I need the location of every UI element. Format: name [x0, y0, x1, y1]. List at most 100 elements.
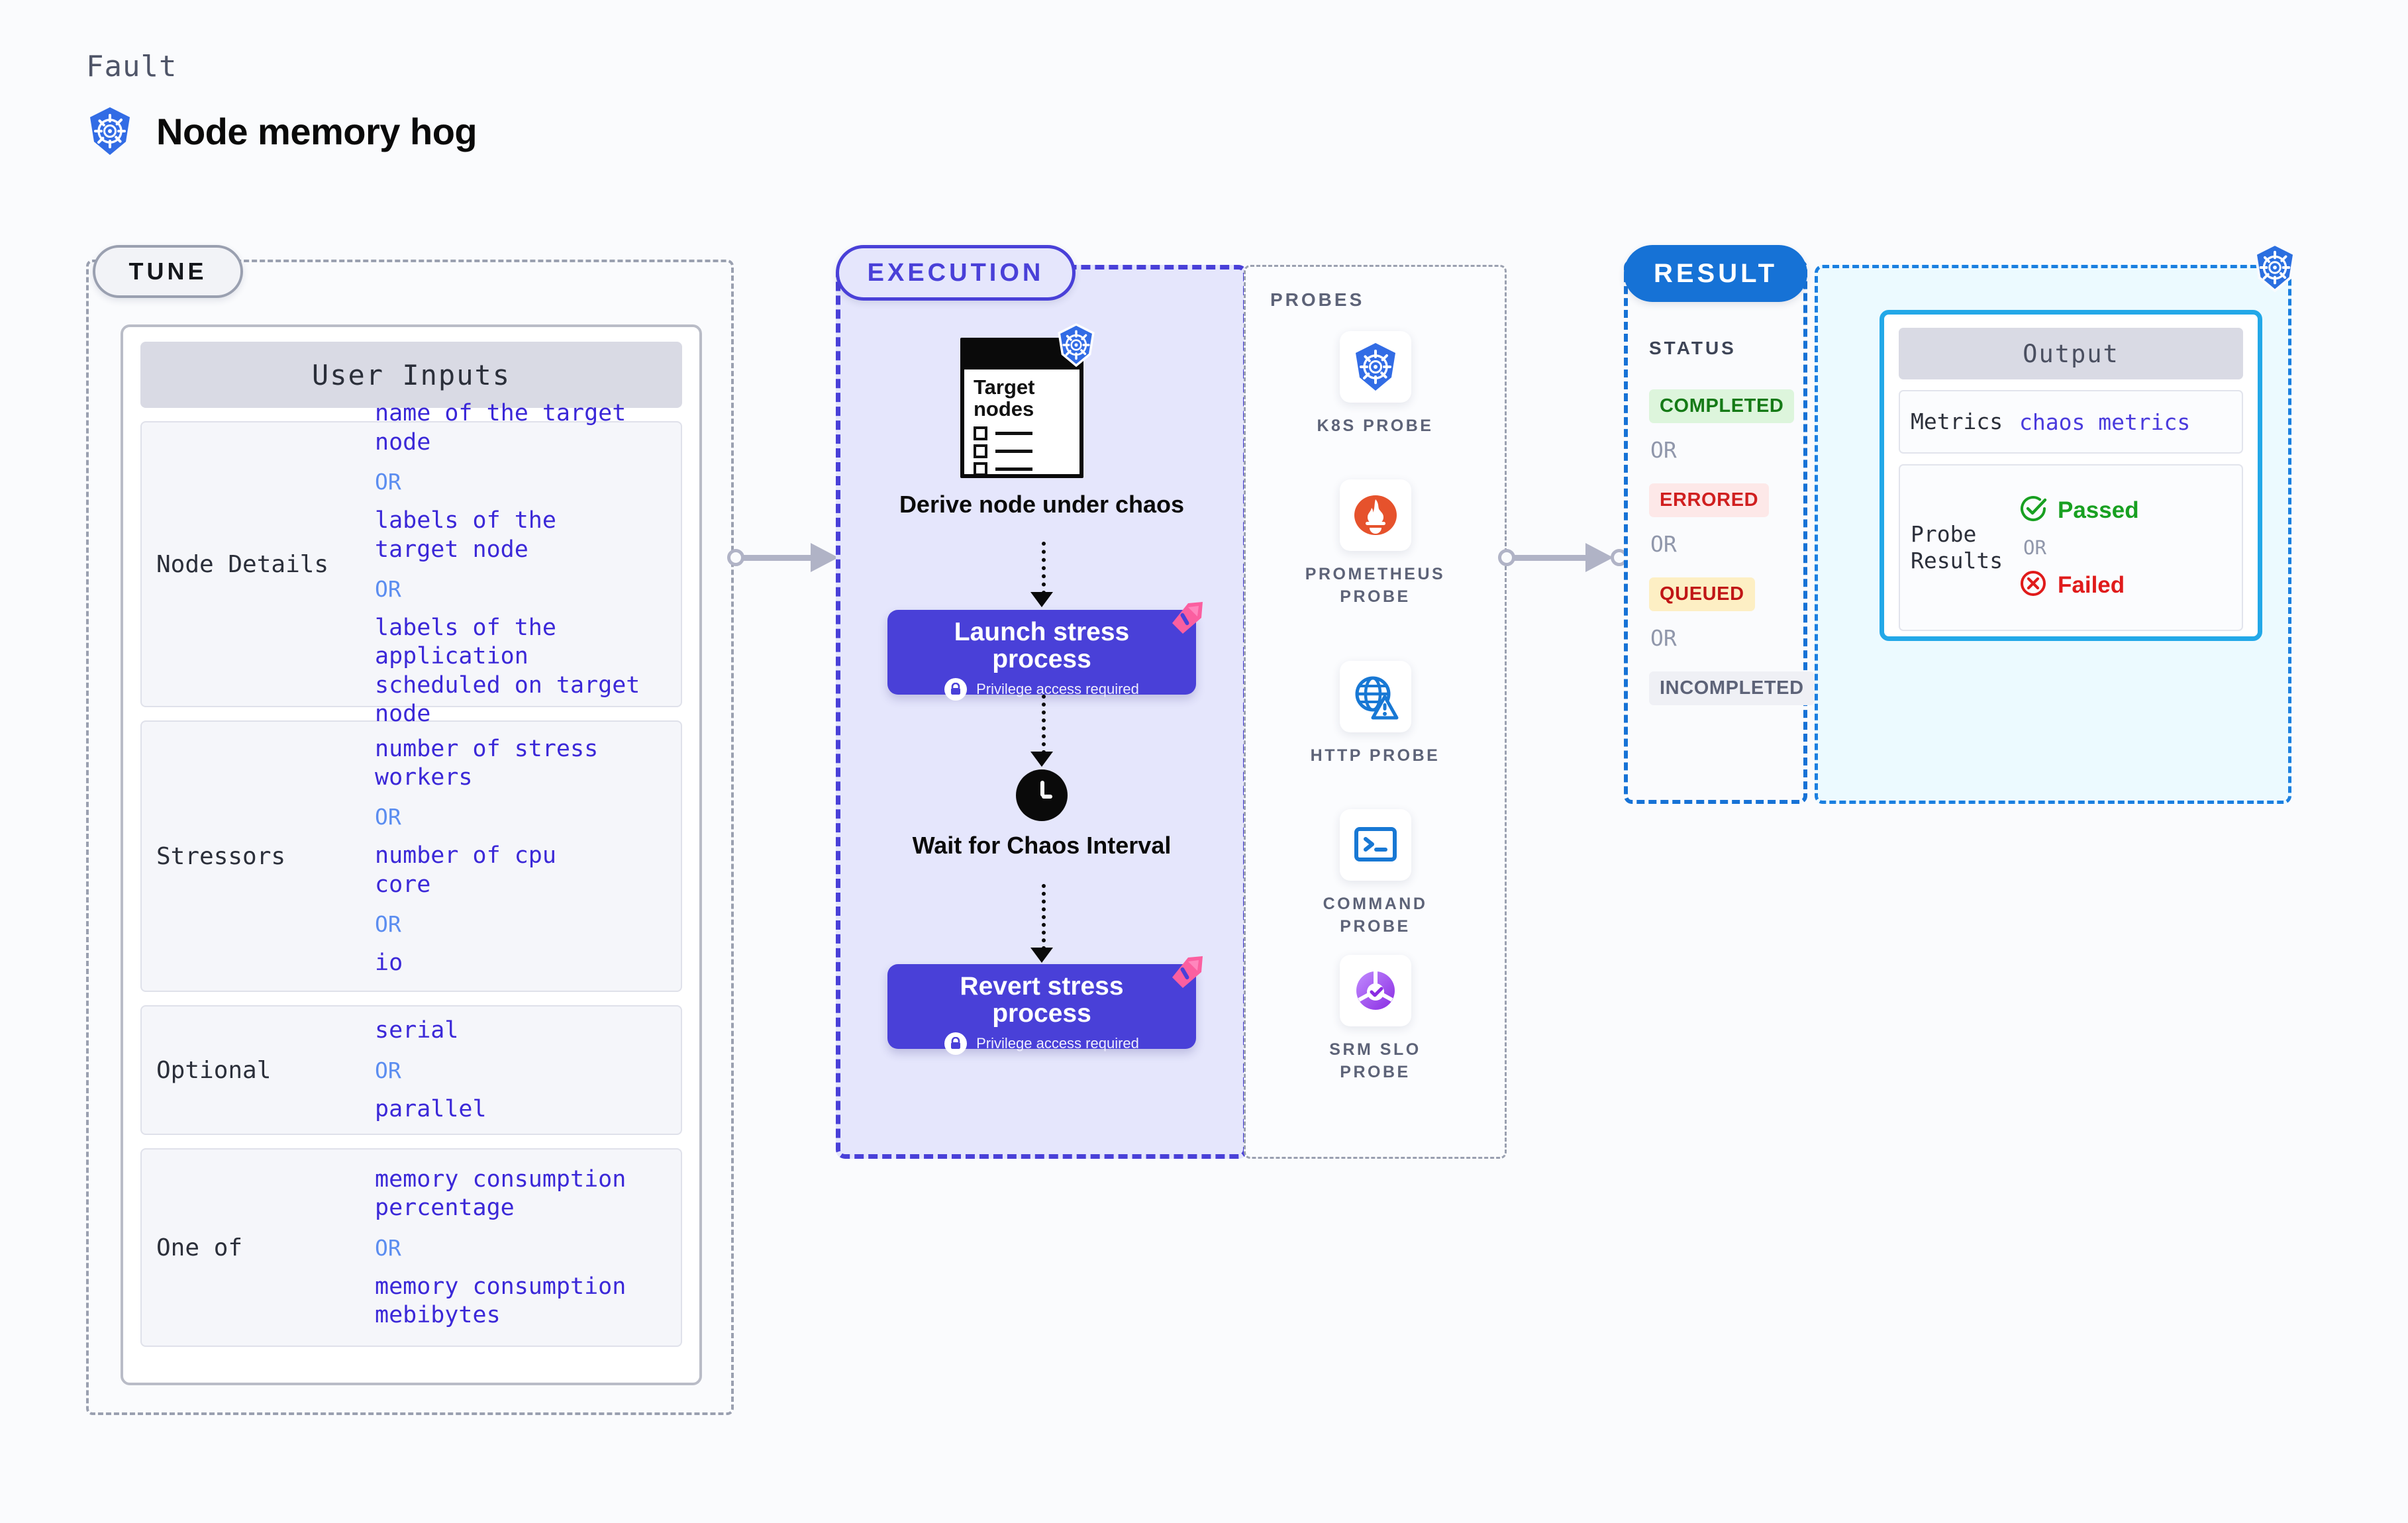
row-label: Probe Results — [1911, 521, 2003, 573]
flow-connector — [1042, 695, 1046, 754]
step-title: Revert stress process — [960, 972, 1124, 1028]
step-label-wait-chaos-interval: Wait for Chaos Interval — [912, 832, 1172, 859]
probe-label: K8S PROBE — [1317, 417, 1434, 435]
prometheus-icon — [1339, 479, 1411, 551]
value-text: serial — [375, 1017, 459, 1044]
checkbox-icon — [974, 462, 987, 474]
row-values: memory consumption percentage OR memory … — [375, 1165, 669, 1330]
probe-result-failed: Failed — [2019, 569, 2139, 601]
lock-icon — [944, 1032, 968, 1056]
step-label-derive-node: Derive node under chaos — [899, 491, 1185, 518]
checkbox-row — [964, 442, 1079, 460]
tune-row-one-of: One of memory consumption percentage OR … — [140, 1148, 682, 1347]
or-separator: OR — [375, 911, 401, 938]
or-separator: OR — [1650, 531, 1677, 557]
flow-connector — [1042, 542, 1046, 595]
kubernetes-icon — [86, 106, 134, 156]
step-launch-stress-process[interactable]: Launch stress process Privilege access r… — [887, 602, 1203, 701]
row-label: One of — [156, 1234, 243, 1261]
globe-warning-icon — [1339, 661, 1411, 732]
lock-icon — [944, 678, 968, 701]
output-row-metrics: Metrics chaos metrics — [1899, 390, 2243, 454]
value-text: number of cpu core — [375, 842, 556, 898]
fault-kicker: Fault — [86, 50, 177, 83]
probe-prometheus[interactable]: PROMETHEUS PROBE — [1244, 479, 1507, 608]
or-separator: OR — [1650, 437, 1677, 463]
probe-http[interactable]: HTTP PROBE — [1244, 661, 1507, 767]
status-badge-errored: ERRORED — [1649, 483, 1770, 517]
flow-arrow — [1030, 948, 1053, 963]
flow-connector — [1042, 884, 1046, 950]
probe-label: COMMAND PROBE — [1323, 895, 1428, 936]
privilege-note: Privilege access required — [887, 1032, 1196, 1056]
probe-result-values: Passed OR Failed — [2019, 495, 2139, 601]
status-badge-queued: QUEUED — [1649, 577, 1755, 611]
passed-label: Passed — [2058, 497, 2139, 523]
or-separator: OR — [375, 1057, 401, 1083]
or-separator: OR — [375, 576, 401, 602]
tune-panel — [86, 260, 734, 1415]
metrics-value: chaos metrics — [2019, 409, 2191, 435]
value-text: memory consumption percentage — [375, 1165, 627, 1222]
value-text: parallel — [375, 1095, 487, 1122]
page-title-row: Node memory hog — [86, 106, 477, 156]
kubernetes-icon — [2252, 242, 2298, 295]
privilege-text: Privilege access required — [976, 1035, 1139, 1052]
row-label: Node Details — [156, 550, 329, 578]
kubernetes-icon — [1056, 323, 1097, 370]
value-text: name of the target node — [375, 400, 627, 456]
ribbon-icon — [1168, 955, 1207, 993]
tune-row-stressors: Stressors number of stress workers OR nu… — [140, 720, 682, 992]
or-separator: OR — [2023, 536, 2046, 559]
row-values: serial OR parallel — [375, 1016, 669, 1124]
probe-label: SRM SLO PROBE — [1329, 1040, 1421, 1081]
terminal-icon — [1339, 809, 1411, 881]
privilege-text: Privilege access required — [976, 681, 1139, 698]
probe-label: HTTP PROBE — [1310, 746, 1440, 765]
or-separator: OR — [375, 469, 401, 495]
result-panel — [1624, 260, 1807, 804]
or-separator: OR — [375, 804, 401, 830]
probe-command[interactable]: COMMAND PROBE — [1244, 809, 1507, 938]
execution-badge: EXECUTION — [836, 245, 1076, 301]
privilege-note: Privilege access required — [887, 678, 1196, 701]
value-text: labels of the target node — [375, 507, 556, 563]
user-inputs-card: User Inputs Node Details name of the tar… — [121, 324, 702, 1385]
srm-slo-icon — [1339, 955, 1411, 1026]
line-placeholder — [995, 431, 1032, 435]
or-separator: OR — [1650, 625, 1677, 651]
value-text: number of stress workers — [375, 735, 599, 791]
step-title: Launch stress process — [954, 618, 1130, 673]
checkbox-icon — [974, 444, 987, 458]
user-inputs-title: User Inputs — [140, 342, 682, 408]
target-nodes-illustration: Target nodes — [960, 338, 1083, 478]
line-placeholder — [995, 467, 1032, 471]
flow-arrow — [1030, 752, 1053, 767]
x-circle-icon — [2019, 569, 2047, 601]
output-row-probe-results: Probe Results Passed OR — [1899, 464, 2243, 631]
row-label: Stressors — [156, 842, 286, 870]
clock-icon — [1016, 769, 1068, 821]
failed-label: Failed — [2058, 571, 2125, 598]
step-revert-stress-process[interactable]: Revert stress process Privilege access r… — [887, 956, 1203, 1056]
status-title: STATUS — [1649, 338, 1736, 358]
tune-row-optional: Optional serial OR parallel — [140, 1005, 682, 1135]
output-title: Output — [1899, 328, 2243, 379]
check-circle-icon — [2019, 495, 2047, 526]
flow-arrow — [1030, 592, 1053, 607]
connector-tune-to-execution — [727, 538, 853, 577]
execution-flow: Target nodes — [836, 265, 1248, 1159]
checkbox-row — [964, 460, 1079, 474]
probe-srm-slo[interactable]: SRM SLO PROBE — [1244, 955, 1507, 1083]
kubernetes-icon — [1339, 331, 1411, 403]
value-text: io — [375, 950, 403, 977]
probe-k8s[interactable]: K8S PROBE — [1244, 331, 1507, 437]
value-text: memory consumption mebibytes — [375, 1273, 627, 1328]
or-separator: OR — [375, 1234, 401, 1261]
output-card: Output Metrics chaos metrics Probe Resul… — [1880, 310, 2262, 641]
row-label: Metrics — [1911, 409, 2003, 435]
ribbon-icon — [1168, 601, 1207, 638]
tune-row-node-details: Node Details name of the target node OR … — [140, 400, 682, 727]
row-values: number of stress workers OR number of cp… — [375, 735, 669, 978]
